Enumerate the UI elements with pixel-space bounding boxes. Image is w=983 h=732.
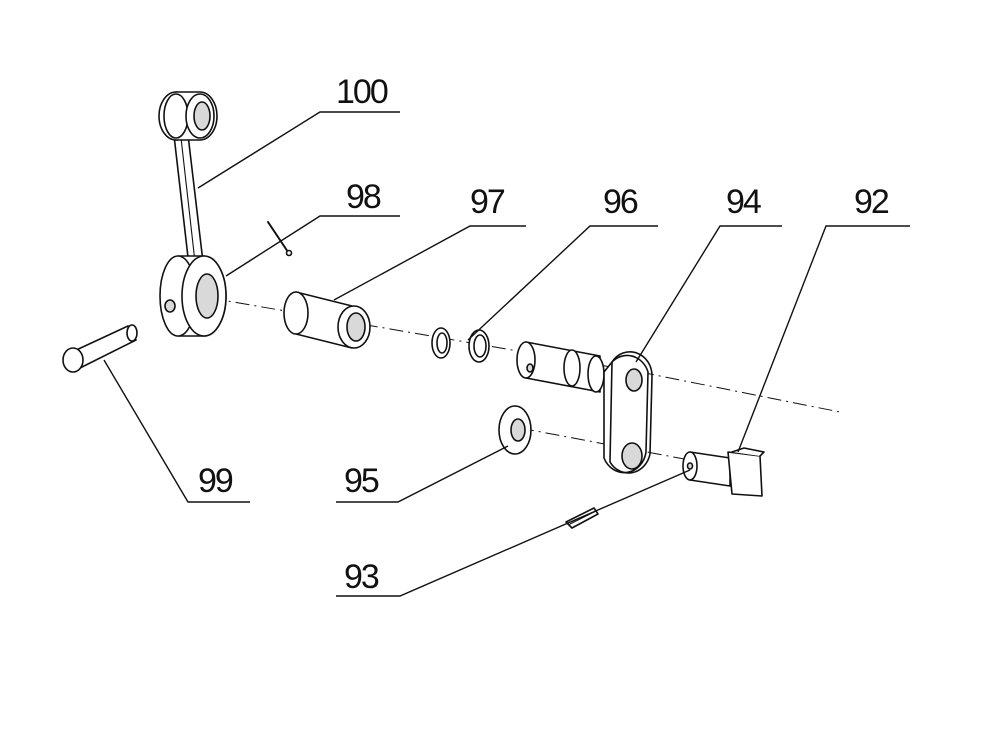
callout-99: 99 xyxy=(198,462,233,500)
callout-100: 100 xyxy=(336,73,388,111)
part-92-stud xyxy=(682,447,765,497)
callout-98: 98 xyxy=(346,178,381,216)
part-100-connecting-rod xyxy=(158,91,227,337)
part-93-split-pin xyxy=(565,507,599,529)
part-99-bolt xyxy=(62,324,138,373)
callout-95: 95 xyxy=(344,462,379,500)
leader-lines xyxy=(103,111,910,597)
part-95-washer xyxy=(498,405,532,455)
callout-92: 92 xyxy=(854,183,889,221)
callout-93: 93 xyxy=(344,558,379,596)
part-98-pin xyxy=(267,221,293,257)
washer-pair xyxy=(431,327,490,363)
part-97-bushing xyxy=(283,291,371,349)
callout-labels: 100 98 97 96 94 92 99 95 93 xyxy=(198,73,891,596)
callout-97: 97 xyxy=(470,183,505,221)
callout-96: 96 xyxy=(603,183,638,221)
part-94-crank-arm xyxy=(516,341,653,474)
callout-94: 94 xyxy=(726,183,761,221)
